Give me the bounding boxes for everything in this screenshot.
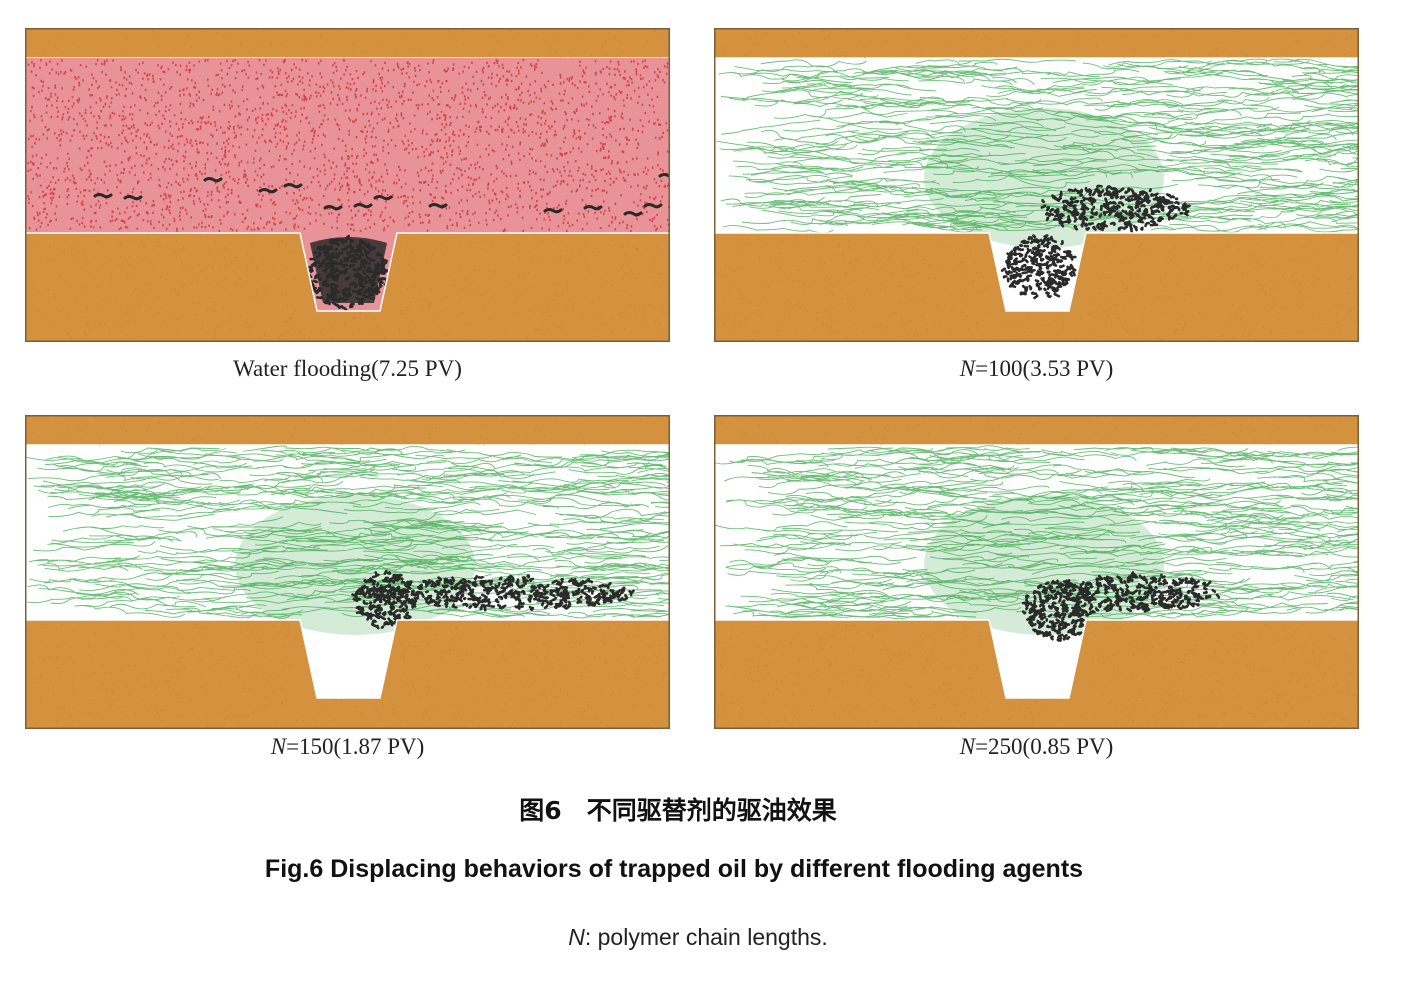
dead-end-pore [300, 620, 397, 698]
oil-droplets [1040, 184, 1191, 233]
note-symbol: N [568, 924, 585, 950]
trapped-oil [1021, 571, 1221, 642]
polymer-chains [716, 58, 1359, 234]
simulation-image-n150 [25, 415, 670, 729]
polymer-strands [26, 445, 670, 619]
panel-n100 [714, 28, 1359, 342]
polymer-chains [26, 445, 670, 619]
panel-n250 [714, 415, 1359, 729]
bottom-rock-wall [25, 619, 670, 729]
bottom-rock-wall [714, 619, 1359, 729]
caption-n250: N=250(0.85 PV) [714, 734, 1359, 760]
caption-n150: N=150(1.87 PV) [25, 734, 670, 760]
water-speckle [27, 58, 670, 233]
panel-n150 [25, 415, 670, 729]
rock-grain-texture [714, 415, 1359, 728]
oil-droplets [1048, 571, 1221, 613]
polymer-strands [716, 58, 1359, 234]
caption-symbol: N [270, 734, 287, 759]
caption-symbol: N [959, 356, 976, 381]
panel-frame [714, 415, 1359, 729]
panel-frame [25, 415, 670, 729]
top-rock-wall [25, 28, 670, 58]
water-particles [27, 58, 670, 233]
residual-oil-droplets [93, 173, 670, 217]
trapped-oil [1000, 184, 1191, 300]
figure-title-english: Fig.6 Displacing behaviors of trapped oi… [264, 855, 1084, 883]
caption-text: =100(3.53 PV) [975, 356, 1114, 381]
trapped-oil [93, 173, 670, 312]
figure-note: N: polymer chain lengths. [0, 924, 1396, 951]
water-phase [26, 58, 669, 233]
caption-text: =250(0.85 PV) [975, 734, 1114, 759]
top-rock-wall [714, 415, 1359, 445]
caption-text: Water flooding(7.25 PV) [233, 356, 462, 381]
rock-grain-texture [715, 28, 1359, 341]
bottom-rock-wall [714, 232, 1359, 342]
simulation-image-n100 [714, 28, 1359, 342]
caption-text: =150(1.87 PV) [286, 734, 425, 759]
caption-water-flooding: Water flooding(7.25 PV) [25, 356, 670, 382]
caption-n100: N=100(3.53 PV) [714, 356, 1359, 382]
rock-grain-texture [25, 28, 670, 341]
trapped-oil [351, 569, 635, 630]
oil-droplets [375, 574, 635, 612]
simulation-image-water-flooding [25, 28, 670, 342]
bottom-rock-wall [25, 232, 670, 342]
caption-symbol: N [959, 734, 976, 759]
note-text: : polymer chain lengths. [584, 924, 828, 950]
rock-grain-texture [25, 415, 670, 728]
oil-droplets [1000, 234, 1077, 300]
panel-water-flooding [25, 28, 670, 342]
simulation-image-n250 [714, 415, 1359, 729]
figure-title-chinese: 图6 不同驱替剂的驱油效果 [519, 796, 837, 825]
panel-frame [714, 28, 1359, 342]
top-rock-wall [25, 415, 670, 445]
panel-frame [25, 28, 670, 342]
